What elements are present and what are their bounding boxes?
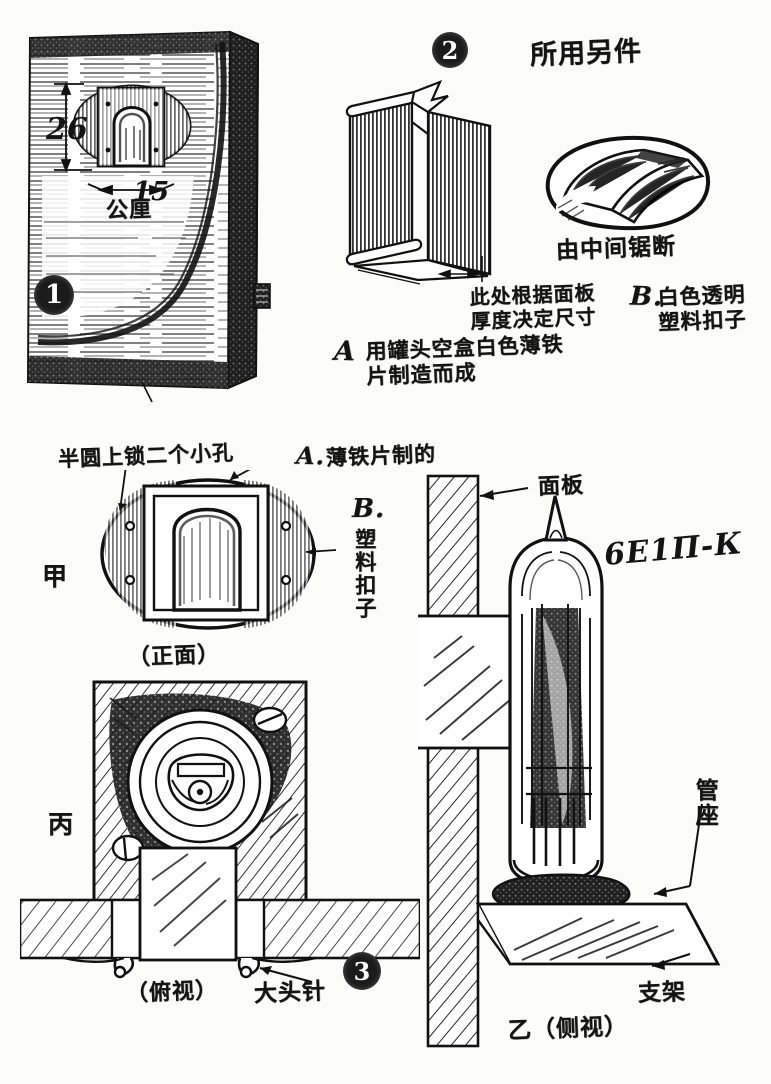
figure3-note-part-a: 薄铁片制的 xyxy=(325,441,437,471)
figure3-note-part-b: 塑料扣子 xyxy=(352,528,377,620)
step-badge-2: 2 xyxy=(432,32,468,68)
figure2-part-b-button xyxy=(538,128,718,238)
figure1-dimension-width: 15 xyxy=(133,177,170,207)
figure3-note-panel: 面板 xyxy=(537,473,585,500)
figure3-note-pin: 大头针 xyxy=(253,978,327,1008)
figure3-part-a-letter: A. xyxy=(295,440,326,471)
figure3-side-view-drawing xyxy=(418,468,771,1058)
step-badge-1: 1 xyxy=(34,275,74,315)
figure1-unit-label: 公厘 xyxy=(105,197,153,224)
figure3-note-holes: 半圆上锁二个小孔 xyxy=(57,440,235,472)
figure3-note-bracket: 支架 xyxy=(637,979,687,1007)
figure3-part-b-letter: B. xyxy=(352,494,386,524)
figure3-view-jia-caption: （正面） xyxy=(127,642,221,671)
figure3-top-view-drawing xyxy=(20,672,420,992)
figure3-view-yi-caption: 乙（侧视） xyxy=(507,1013,629,1045)
figure3-view-jia-label: 甲 xyxy=(42,562,69,591)
figure2-note-saw: 由中间锯断 xyxy=(555,233,677,265)
figure3-note-socket: 管座 xyxy=(691,778,718,828)
figure2-note-part-b: 白色透明 塑料扣子 xyxy=(657,282,747,335)
figure2-part-a-bracket xyxy=(336,78,506,298)
figure2-note-part-a: 用罐头空盒白色薄铁 片制造而成 xyxy=(365,332,564,389)
step-badge-3: 3 xyxy=(343,952,381,990)
figure2-part-a-letter: A xyxy=(333,335,357,368)
figure-1-radio-panel xyxy=(22,26,322,406)
figure3-front-view-drawing xyxy=(80,470,340,640)
figure1-dimension-height: 26 xyxy=(46,112,88,147)
figure3-view-bing-caption: （俯视） xyxy=(125,978,219,1007)
figure3-view-bing-label: 丙 xyxy=(48,810,75,839)
figure2-note-panel-thickness: 此处根据面板 厚度决定尺寸 xyxy=(469,280,597,333)
figure2-heading: 所用另件 xyxy=(529,35,643,72)
